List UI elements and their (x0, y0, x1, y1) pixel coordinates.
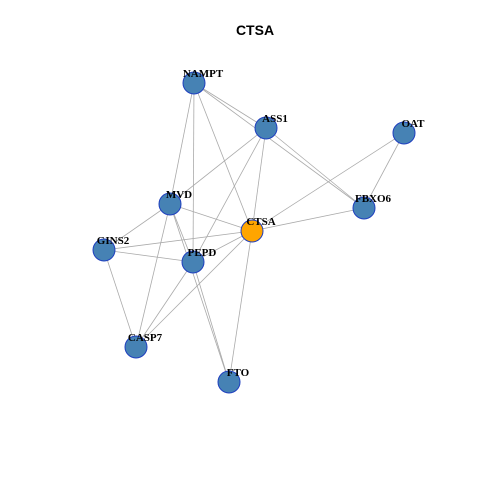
node-label-ass1: ASS1 (262, 113, 288, 125)
edge-nampt-mvd (169, 82, 195, 205)
node-circle-ctsa (240, 219, 264, 243)
node-mvd: MVD (158, 189, 192, 216)
node-fbxo6: FBXO6 (352, 193, 392, 220)
node-circle-fto (217, 370, 241, 394)
node-circle-pepd (181, 250, 205, 274)
edge-pepd-casp7 (135, 261, 194, 348)
node-label-fbxo6: FBXO6 (355, 193, 392, 205)
node-nampt: NAMPT (182, 68, 224, 95)
node-circle-casp7 (124, 335, 148, 359)
edge-nampt-fbxo6 (193, 82, 365, 209)
node-label-fto: FTO (227, 367, 250, 379)
edge-gins2-pepd (103, 249, 194, 263)
edge-nampt-pepd (192, 82, 195, 263)
node-label-casp7: CASP7 (128, 332, 163, 344)
edge-pepd-fto (192, 261, 230, 383)
node-label-gins2: GINS2 (97, 235, 130, 247)
edge-mvd-ctsa (169, 203, 253, 232)
node-gins2: GINS2 (92, 235, 130, 262)
edge-ctsa-fto (228, 230, 253, 383)
node-fto: FTO (217, 367, 250, 394)
node-ctsa: CTSA (240, 216, 276, 243)
graph-title: CTSA (236, 22, 274, 38)
edge-ctsa-casp7 (135, 230, 253, 348)
edge-nampt-ass1 (193, 82, 267, 129)
node-circle-mvd (158, 192, 182, 216)
node-ass1: ASS1 (254, 113, 288, 140)
edge-ass1-ctsa (251, 127, 267, 232)
edge-mvd-casp7 (135, 203, 171, 348)
edge-ass1-fbxo6 (265, 127, 365, 209)
edge-ass1-mvd (169, 127, 267, 205)
edge-mvd-gins2 (103, 203, 171, 251)
node-label-mvd: MVD (166, 189, 192, 201)
edge-mvd-fto (169, 203, 230, 383)
edge-oat-fbxo6 (363, 132, 405, 209)
node-pepd: PEPD (181, 247, 217, 274)
edge-gins2-casp7 (103, 249, 137, 348)
edge-oat-ctsa (251, 132, 405, 232)
edge-fbxo6-ctsa (251, 207, 365, 232)
node-label-pepd: PEPD (188, 247, 217, 259)
node-casp7: CASP7 (124, 332, 163, 359)
node-label-oat: OAT (401, 118, 425, 130)
node-label-ctsa: CTSA (246, 216, 275, 228)
node-circle-oat (392, 121, 416, 145)
node-circle-gins2 (92, 238, 116, 262)
node-circle-nampt (182, 71, 206, 95)
edge-ass1-pepd (192, 127, 267, 263)
node-circle-fbxo6 (352, 196, 376, 220)
edge-nampt-ctsa (193, 82, 253, 232)
node-label-nampt: NAMPT (183, 68, 224, 80)
node-circle-ass1 (254, 116, 278, 140)
edge-ctsa-gins2 (103, 230, 253, 251)
node-oat: OAT (392, 118, 425, 145)
